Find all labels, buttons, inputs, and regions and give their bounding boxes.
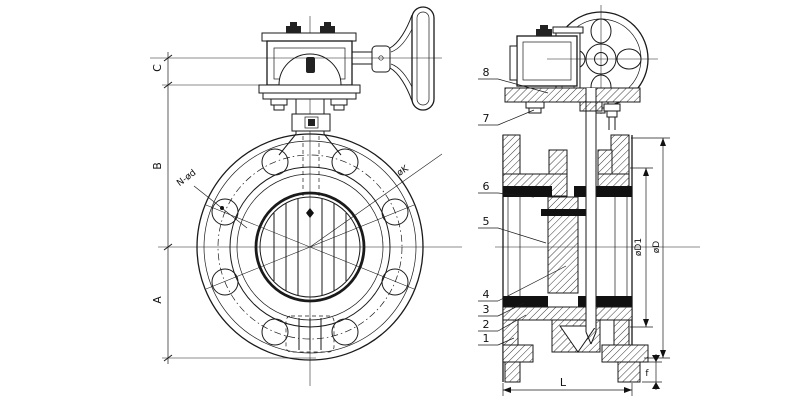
- stem-neck: [278, 99, 342, 196]
- front-dimension-lines: [150, 52, 442, 364]
- front-view: C B A N-ød øK: [150, 6, 462, 386]
- gear-operator: [509, 5, 658, 114]
- dim-label-flange-diameter: øD: [652, 241, 662, 254]
- center-mark: [306, 208, 314, 218]
- callout-2: 2: [483, 318, 490, 331]
- handwheel-side: [352, 6, 435, 111]
- callout-4: 4: [483, 288, 490, 301]
- bottom-boss-hidden: [285, 315, 335, 353]
- callout-3: 3: [483, 303, 490, 316]
- callout-5: 5: [483, 215, 490, 228]
- bolt-holes-label: N-ød: [175, 168, 198, 189]
- dim-label-body-diameter: øD1: [634, 238, 644, 256]
- dim-label-b: B: [151, 162, 164, 170]
- gearbox: [162, 22, 361, 111]
- section-dimension-lines: [502, 137, 670, 396]
- mounting-plate: [504, 87, 641, 130]
- callout-1: 1: [483, 332, 490, 345]
- valve-stem: [579, 88, 603, 345]
- callout-leaders: [478, 78, 567, 346]
- valve-body: [502, 134, 649, 383]
- section-view: 8 7 6 5 4 3 2 1 øD1 øD L f: [478, 5, 700, 396]
- dim-label-length: L: [560, 376, 567, 389]
- bolt-holes: [211, 148, 409, 346]
- dim-label-foot: f: [645, 369, 649, 379]
- callout-8: 8: [483, 66, 490, 79]
- bolt-holes-leader: [193, 185, 248, 229]
- callout-7: 7: [483, 112, 490, 125]
- disc-plate: [541, 209, 590, 216]
- seat-liner: [503, 186, 552, 197]
- dim-label-c: C: [151, 64, 164, 72]
- callout-6: 6: [483, 180, 490, 193]
- dim-label-a: A: [151, 296, 164, 304]
